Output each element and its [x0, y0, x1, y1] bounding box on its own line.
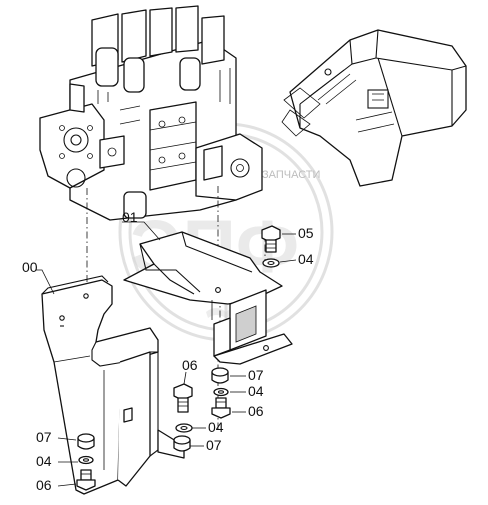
callout-07-left: 07 — [36, 429, 52, 445]
hardware — [76, 225, 281, 491]
callout-07-center: 07 — [206, 437, 222, 453]
callout-00: 00 — [22, 259, 38, 275]
excavator-illustration — [281, 29, 467, 187]
bolt-06-mid — [211, 397, 231, 419]
control-valve-assembly — [39, 5, 263, 221]
watermark-text: ЗАПЧАСТИ — [262, 169, 320, 181]
bolt-05 — [261, 225, 281, 253]
spacer-07-center — [173, 435, 191, 452]
callout-04-center: 04 — [208, 419, 224, 435]
bolt-06-left-bottom — [76, 469, 96, 491]
callout-06-left-bottom: 06 — [36, 477, 52, 493]
bolt-06-left — [173, 383, 193, 413]
bracket-01 — [123, 231, 293, 365]
spacer-07-mid — [211, 367, 229, 384]
callout-04-mid: 04 — [248, 383, 264, 399]
callout-04-left: 04 — [36, 453, 52, 469]
washer-04-center — [175, 423, 193, 433]
callout-07-mid: 07 — [248, 367, 264, 383]
washer-04-mid — [213, 387, 229, 397]
callout-06-left: 06 — [182, 357, 198, 373]
callout-04-upper: 04 — [298, 251, 314, 267]
callout-labels: 00 01 05 04 07 06 04 06 04 07 07 04 06 — [22, 209, 314, 493]
bracket-00 — [41, 275, 185, 495]
callout-06-mid: 06 — [248, 403, 264, 419]
leader-lines — [36, 221, 297, 487]
callout-01: 01 — [122, 209, 138, 225]
spacer-07-left — [77, 433, 95, 450]
washer-04-upper — [262, 258, 280, 268]
callout-05: 05 — [298, 225, 314, 241]
washer-04-left — [78, 455, 94, 465]
